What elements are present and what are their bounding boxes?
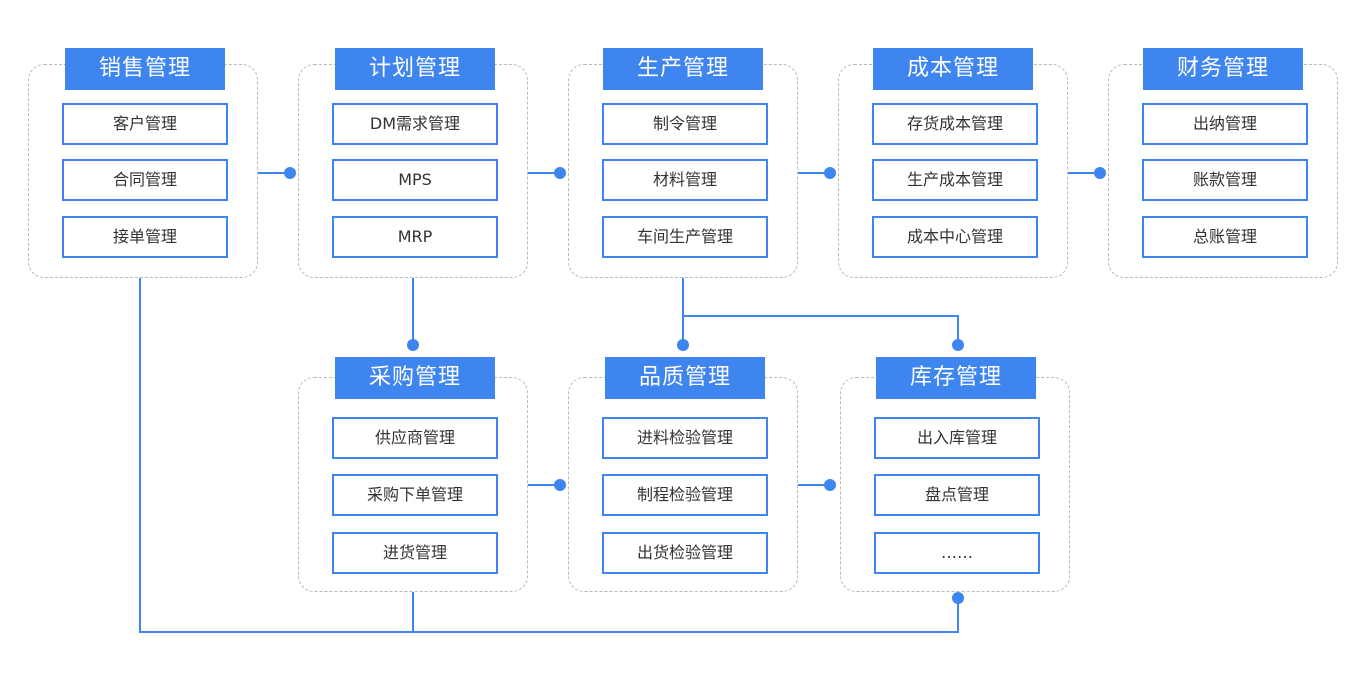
module-item: DM需求管理 [332,103,498,145]
module-item: 制程检验管理 [602,474,768,516]
module-item: 账款管理 [1142,159,1308,201]
module-item: MPS [332,159,498,201]
module-item: …… [874,532,1040,574]
module-item: 车间生产管理 [602,216,768,258]
module-item: 采购下单管理 [332,474,498,516]
module-item: 进货管理 [332,532,498,574]
module-item: 存货成本管理 [872,103,1038,145]
group-title: 财务管理 [1143,48,1303,90]
connector-dot [952,592,964,604]
module-item: 进料检验管理 [602,417,768,459]
group-title: 计划管理 [335,48,495,90]
module-item: 总账管理 [1142,216,1308,258]
module-item: 盘点管理 [874,474,1040,516]
module-item: 材料管理 [602,159,768,201]
group-title: 成本管理 [873,48,1033,90]
connector-dot [407,339,419,351]
module-item: 合同管理 [62,159,228,201]
group-title: 生产管理 [603,48,763,90]
connector-dot [554,479,566,491]
connector-dot [952,339,964,351]
module-item: 出货检验管理 [602,532,768,574]
module-item: MRP [332,216,498,258]
group-title: 销售管理 [65,48,225,90]
module-item: 生产成本管理 [872,159,1038,201]
module-item: 客户管理 [62,103,228,145]
module-item: 成本中心管理 [872,216,1038,258]
module-item: 供应商管理 [332,417,498,459]
group-title: 采购管理 [335,357,495,399]
connector-bottom-loop [139,278,959,633]
module-item: 接单管理 [62,216,228,258]
group-title: 品质管理 [605,357,765,399]
module-item: 出纳管理 [1142,103,1308,145]
connector-dot [284,167,296,179]
connector-dot [1094,167,1106,179]
connector-dot [554,167,566,179]
group-title: 库存管理 [876,357,1036,399]
connector-dot [824,479,836,491]
connector-dot [824,167,836,179]
connector-dot [677,339,689,351]
module-item: 出入库管理 [874,417,1040,459]
module-item: 制令管理 [602,103,768,145]
